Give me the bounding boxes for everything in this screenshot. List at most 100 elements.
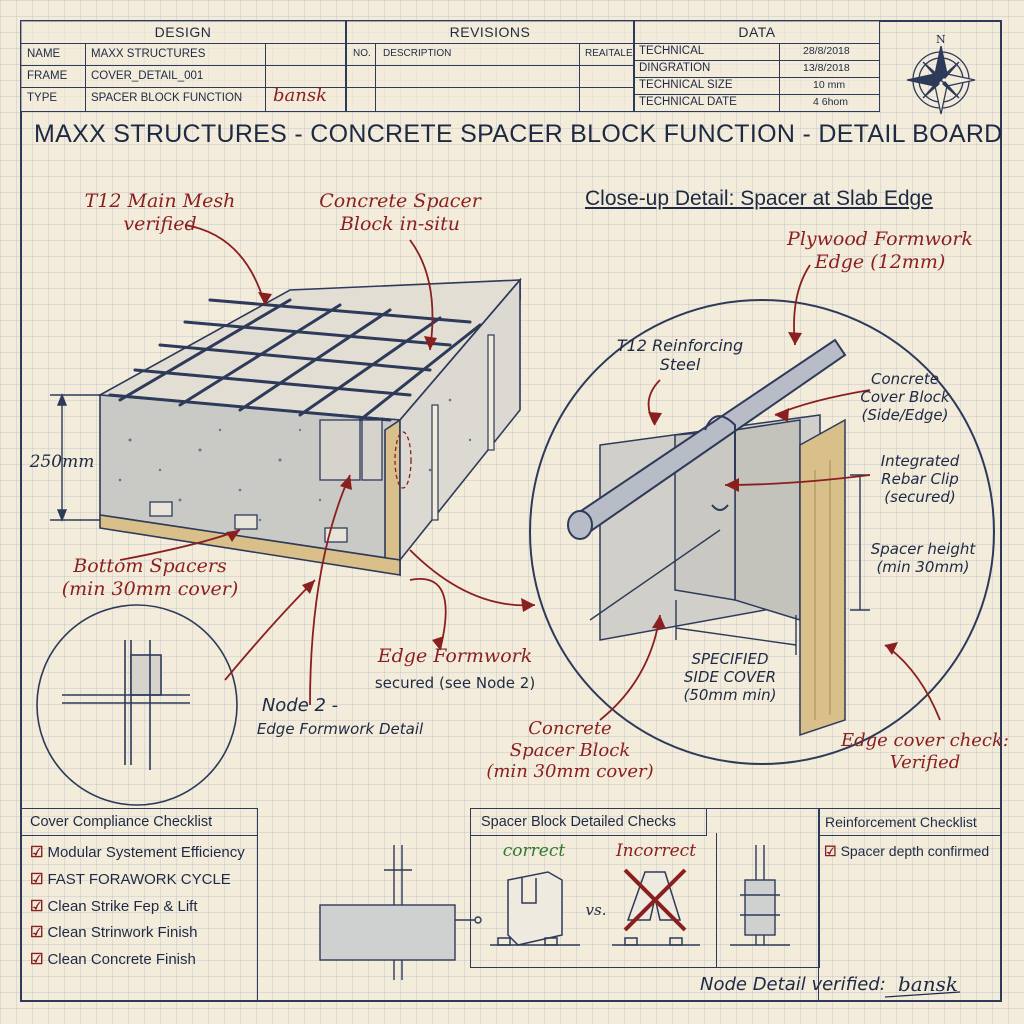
data-value: 28/8/2018 (803, 45, 850, 57)
revisions-col: DESCRIPTION (383, 48, 452, 59)
side-cover-dimension (675, 600, 797, 655)
checklist-item-label: Clean Concrete Finish (47, 951, 196, 968)
annotation-edge-formwork-note: secured (see Node 2) (374, 674, 536, 692)
revisions-header-row: NO. DESCRIPTION REAITALE (347, 43, 633, 66)
design-heading: DESIGN (21, 21, 345, 44)
right-bottom-sketch (730, 845, 790, 946)
checkbox-checked-icon: ☑ (30, 844, 44, 861)
arrow-heads (226, 292, 898, 655)
checklist-item: ☑Clean Strinwork Finish (30, 923, 198, 941)
data-row: DINGRATION 13/8/2018 (635, 60, 879, 78)
design-value: COVER_DETAIL_001 (91, 70, 204, 82)
label-incorrect: Incorrect (615, 841, 697, 861)
annotation-edge-check: Edge cover check: Verified (840, 730, 1009, 773)
incorrect-cross-icon (623, 868, 687, 932)
data-row: TECHNICAL DATE 4 6hom (635, 94, 879, 111)
data-block: DATA TECHNICAL 28/8/2018 DINGRATION 13/8… (634, 20, 880, 112)
checkbox-checked-icon: ☑ (30, 951, 44, 968)
checklist-item: ☑Spacer depth confirmed (824, 843, 989, 860)
closeup-contents (599, 414, 846, 737)
footer-verified-label: Node Detail verified: (700, 974, 886, 995)
closeup-rebar (567, 338, 847, 621)
data-label: TECHNICAL DATE (639, 96, 737, 108)
annotation-bottom-spacers: Bottom Spacers (min 30mm cover) (61, 555, 239, 600)
depth-dimension (50, 393, 100, 522)
label-correct: correct (502, 841, 566, 861)
checklist-item-label: Clean Strike Fep & Lift (47, 898, 198, 915)
annotation-plywood: Plywood Formwork Edge (12mm) (787, 228, 973, 273)
annotation-mesh: T12 Main Mesh verified (84, 190, 236, 235)
checkbox-checked-icon: ☑ (30, 924, 44, 941)
revisions-col: REAITALE (585, 48, 633, 59)
checklist-item: ☑Clean Strike Fep & Lift (30, 897, 198, 915)
revisions-col: NO. (353, 48, 371, 59)
design-label: TYPE (27, 92, 58, 104)
spacer-checks-panel: Spacer Block Detailed Checks correct vs.… (470, 808, 820, 968)
annotation-rebar-clip: Integrated Rebar Clip (secured) (880, 452, 960, 506)
checklist-item: ☑Modular Systement Efficiency (30, 843, 245, 861)
reinforcement-checklist-panel: Reinforcement Checklist ☑Spacer depth co… (818, 808, 1002, 1002)
annotation-cover-block: Concrete Cover Block (Side/Edge) (860, 370, 950, 424)
signature-underline (884, 991, 961, 998)
checkbox-checked-icon: ☑ (30, 871, 44, 888)
node-2-detail (36, 604, 238, 806)
rebar-mesh (108, 298, 482, 422)
spacer-checks-title: Spacer Block Detailed Checks (471, 809, 707, 836)
formwork-brackets (431, 334, 495, 521)
annotation-spacer-height: Spacer height (min 30mm) (870, 540, 976, 576)
design-divider (265, 43, 266, 111)
annotation-side-cover: SPECIFIED SIDE COVER (50mm min) (683, 650, 777, 704)
correct-spacer-sketch (490, 871, 580, 946)
design-value: MAXX STRUCTURES (91, 48, 206, 60)
annotation-edge-formwork: Edge Formwork (377, 645, 533, 667)
design-signature: bansk (273, 85, 327, 106)
label-vs: vs. (585, 901, 607, 919)
compass-north-label: N (936, 33, 946, 46)
annotation-spacer-insitu: Concrete Spacer Block in-situ (319, 190, 481, 235)
spacer-checks-divider (716, 833, 717, 967)
page-title: MAXX STRUCTURES - CONCRETE SPACER BLOCK … (34, 120, 1003, 148)
design-label: FRAME (27, 70, 68, 82)
data-label: TECHNICAL (639, 45, 705, 57)
data-label: DINGRATION (639, 62, 711, 74)
edge-spacer-block (319, 419, 383, 481)
data-heading: DATA (635, 21, 879, 44)
revisions-block: REVISIONS NO. DESCRIPTION REAITALE (346, 20, 634, 112)
checkbox-checked-icon: ☑ (824, 843, 837, 859)
data-divider (779, 43, 780, 111)
closeup-detail (529, 299, 995, 765)
revisions-row (347, 65, 633, 88)
data-value: 10 mm (813, 79, 846, 91)
data-label: TECHNICAL SIZE (639, 79, 733, 91)
checklist-item: ☑Clean Concrete Finish (30, 950, 196, 968)
data-value: 4 6hom (813, 96, 849, 108)
checkbox-checked-icon: ☑ (30, 898, 44, 915)
cover-checklist-panel: Cover Compliance Checklist ☑Modular Syst… (20, 808, 258, 1002)
center-bottom-sketch (319, 845, 482, 980)
revisions-heading: REVISIONS (347, 21, 633, 44)
footer-signature: bansk (898, 972, 958, 996)
checklist-item-label: Modular Systement Efficiency (47, 844, 245, 861)
design-row-name: NAME MAXX STRUCTURES (21, 43, 345, 66)
checklist-item-label: FAST FORAWORK CYCLE (47, 871, 231, 888)
annotation-spacer-block: Concrete Spacer Block (min 30mm cover) (486, 718, 654, 783)
data-row: TECHNICAL SIZE 10 mm (635, 77, 879, 95)
design-value: SPACER BLOCK FUNCTION (91, 92, 243, 104)
annotation-node2-sub: Edge Formwork Detail (256, 720, 424, 738)
data-row: TECHNICAL 28/8/2018 (635, 43, 879, 61)
design-row-frame: FRAME COVER_DETAIL_001 (21, 65, 345, 88)
annotation-t12: T12 Reinforcing Steel (616, 336, 744, 375)
design-row-type: TYPE SPACER BLOCK FUNCTION (21, 87, 345, 109)
reinforcement-checklist-title: Reinforcement Checklist (819, 809, 1002, 836)
annotation-node2: Node 2 - (261, 695, 339, 716)
closeup-title: Close-up Detail: Spacer at Slab Edge (585, 187, 933, 210)
revisions-divider (375, 43, 376, 111)
checklist-item: ☑FAST FORAWORK CYCLE (30, 870, 231, 888)
checklist-item-label: Clean Strinwork Finish (47, 924, 198, 941)
revisions-divider (579, 43, 580, 111)
design-block: DESIGN NAME MAXX STRUCTURES FRAME COVER_… (20, 20, 346, 112)
checklist-item-label: Spacer depth confirmed (840, 843, 990, 859)
cover-checklist-title: Cover Compliance Checklist (20, 809, 257, 836)
data-value: 13/8/2018 (803, 62, 850, 74)
